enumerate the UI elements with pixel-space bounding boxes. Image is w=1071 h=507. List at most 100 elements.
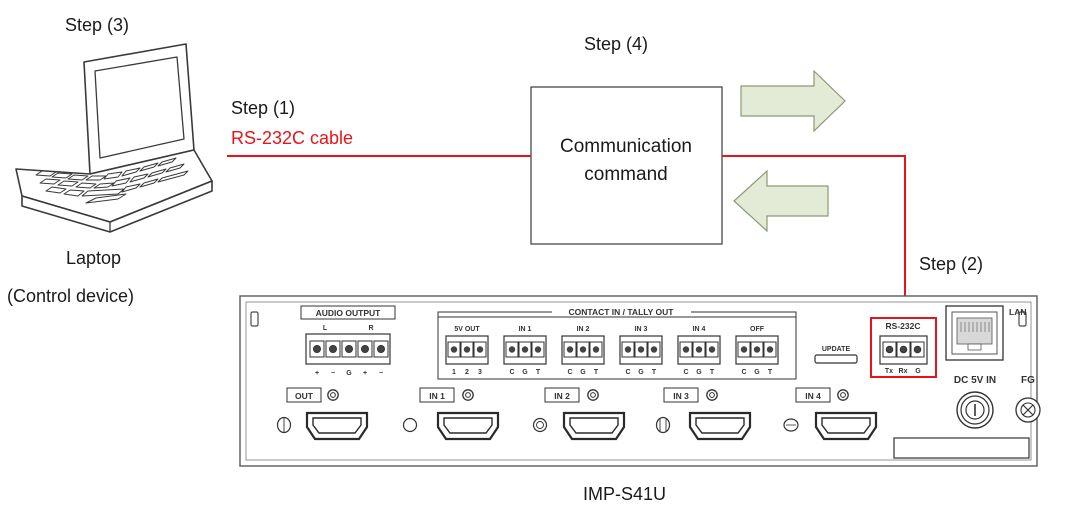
contact-pin-label: T <box>652 369 657 376</box>
contact-pin-label: G <box>522 369 528 376</box>
terminal-screw <box>592 346 600 353</box>
cable-line-right <box>722 155 906 318</box>
rs232c-pin: Tx <box>885 368 893 375</box>
terminal-screw <box>476 346 484 353</box>
audio-r-label: R <box>368 325 373 332</box>
contact-group-label: IN 2 <box>577 326 590 333</box>
hdmi-out-port <box>305 411 369 441</box>
dc-in-jack <box>956 391 994 429</box>
device-model-label: IMP-S41U <box>583 484 666 504</box>
contact-group: IN 1 C G T <box>503 326 547 376</box>
arrow-right-icon <box>740 69 846 133</box>
contact-pin-label: T <box>594 369 599 376</box>
contact-pin-label: T <box>710 369 715 376</box>
hdmi-port-label: IN 2 <box>554 391 570 401</box>
cable-label: RS-232C cable <box>231 128 353 148</box>
audio-pin: + <box>315 370 319 377</box>
terminal-screw <box>753 346 761 353</box>
terminal-screw <box>463 346 471 353</box>
hdmi-in3-port <box>688 411 752 441</box>
rs232c-pin: Rx <box>899 368 908 375</box>
hdmi-port-label: IN 1 <box>429 391 445 401</box>
dc-in-label: DC 5V IN <box>954 375 996 386</box>
contact-group-label: OFF <box>750 326 765 333</box>
hdmi-in1-port <box>436 411 500 441</box>
hdmi-in2-port <box>562 411 626 441</box>
hdmi-port-label: IN 3 <box>673 391 689 401</box>
terminal-screw <box>766 346 774 353</box>
step2-label: Step (2) <box>919 254 983 274</box>
terminal-screw <box>637 346 645 353</box>
contact-pin-label: 1 <box>452 369 456 376</box>
audio-pin: G <box>346 370 352 377</box>
rs232c-label: RS-232C <box>886 321 921 331</box>
update-label: UPDATE <box>822 346 851 353</box>
audio-pin: − <box>331 370 335 377</box>
hdmi-ports: OUT IN 1 IN 2 IN 3 IN 4 <box>276 387 878 441</box>
hdmi-port-label: OUT <box>295 391 314 401</box>
contact-group: IN 3 C G T <box>619 326 663 376</box>
hdmi-port-label: IN 4 <box>805 391 821 401</box>
contact-pin-label: G <box>580 369 586 376</box>
contact-pin-label: C <box>509 369 514 376</box>
terminal-screw <box>450 346 458 353</box>
command-line2: command <box>584 164 667 185</box>
laptop-icon <box>15 43 213 233</box>
fg-screw-icon <box>1015 397 1041 423</box>
contact-pin-label: 2 <box>465 369 469 376</box>
hdmi-in4-port <box>814 411 878 441</box>
terminal-screw <box>682 346 690 353</box>
command-line1: Communication <box>560 136 692 157</box>
terminal-screw <box>534 346 542 353</box>
contact-group: 5V OUT 1 2 3 <box>445 326 489 376</box>
terminal-screw <box>650 346 658 353</box>
update-port <box>814 354 858 364</box>
contact-group-label: 5V OUT <box>454 326 480 333</box>
rs232c-pin: G <box>915 368 921 375</box>
contact-pin-label: C <box>567 369 572 376</box>
terminal-screw <box>521 346 529 353</box>
terminal-screw <box>624 346 632 353</box>
fg-label: FG <box>1021 375 1035 386</box>
laptop-label: Laptop <box>66 248 121 268</box>
step1-label: Step (1) <box>231 98 295 118</box>
step3-label: Step (3) <box>65 15 129 35</box>
terminal-screw <box>708 346 716 353</box>
audio-l-label: L <box>323 325 328 332</box>
contact-group: IN 2 C G T <box>561 326 605 376</box>
audio-output-label: AUDIO OUTPUT <box>316 308 382 318</box>
contact-group-label: IN 1 <box>519 326 532 333</box>
contact-pin-label: G <box>638 369 644 376</box>
contact-pin-label: T <box>768 369 773 376</box>
terminal-screw <box>695 346 703 353</box>
audio-pin: − <box>379 370 383 377</box>
contact-pin-label: C <box>683 369 688 376</box>
contact-header: CONTACT IN / TALLY OUT <box>569 307 675 317</box>
terminal-screw <box>579 346 587 353</box>
command-box <box>530 86 723 245</box>
contact-group: OFF C G T <box>735 326 779 376</box>
rs232c-block: RS-232C Tx Rx G <box>870 317 937 378</box>
contact-pin-label: G <box>754 369 760 376</box>
terminal-screw <box>508 346 516 353</box>
rs232c-highlight <box>870 317 937 378</box>
audio-output-block: AUDIO OUTPUT L R + − G + − <box>300 305 396 377</box>
contact-pin-label: T <box>536 369 541 376</box>
contact-pin-label: 3 <box>478 369 482 376</box>
lan-label: LAN <box>1009 307 1026 317</box>
audio-pin: + <box>363 370 367 377</box>
arrow-left-icon <box>733 169 829 233</box>
step4-label: Step (4) <box>584 34 648 54</box>
lan-port <box>945 305 1004 361</box>
contact-pin-label: C <box>625 369 630 376</box>
contact-pin-label: C <box>741 369 746 376</box>
terminal-screw <box>566 346 574 353</box>
terminal-screw <box>740 346 748 353</box>
label-plate <box>893 437 1030 459</box>
control-device-label: (Control device) <box>7 286 134 306</box>
contact-group-label: IN 3 <box>635 326 648 333</box>
contact-group-label: IN 4 <box>693 326 706 333</box>
